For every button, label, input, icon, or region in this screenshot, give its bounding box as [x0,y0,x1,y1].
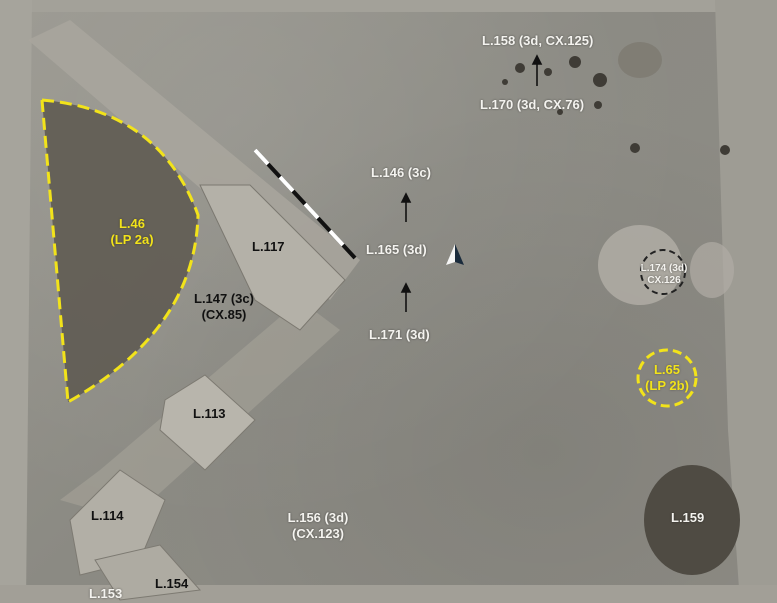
scale-bar-icon [253,148,357,260]
rubble-east [690,242,734,298]
label-l159: L.159 [671,510,705,525]
label-l65-phase: (LP 2b) [645,378,689,393]
label-l147-complex: (CX.85) [201,307,247,322]
right-balk [715,0,777,603]
label-l165: L.165 (3d) [366,242,427,257]
posthole [594,101,602,109]
posthole [630,143,640,153]
posthole [557,109,563,115]
wall-l114 [69,469,166,576]
label-l174-complex: CX.126 [647,275,681,286]
label-l158: L.158 (3d, CX.125) [482,33,594,48]
posthole [515,63,525,73]
rubble-l174 [598,225,682,305]
label-l46-name: L.46 [118,216,145,231]
label-l154: L.154 [155,576,189,591]
l46-dashed-outline [41,98,200,404]
posthole [569,56,581,68]
l46-dashed-edge [40,99,70,403]
label-l156-complex: (CX.123) [291,526,345,541]
label-l65-name: L.65 [653,362,680,377]
pit-l46 [42,100,198,402]
label-l147: L.147 (3c) (CX.85) [184,291,264,323]
posthole [502,79,508,85]
label-l171: L.171 (3d) [369,327,430,342]
north-arrow-icon [446,244,464,265]
label-l114: L.114 [91,508,124,523]
label-l46-phase: (LP 2a) [110,232,154,247]
label-l117: L.117 [252,239,285,254]
label-l174: L.174 (3d) CX.126 [618,263,710,287]
l174-dashed-circle [640,249,686,295]
wall-l154 [94,544,202,601]
pit-l159 [644,465,740,575]
label-l170: L.170 (3d, CX.76) [480,97,585,112]
label-l153: L.153 [89,586,123,601]
label-l113: L.113 [193,406,226,421]
label-l174-name: L.174 (3d) [640,263,688,274]
posthole [544,68,552,76]
l65-dashed-circle [636,348,698,408]
top-balk [0,0,777,12]
wall-l117 [199,184,346,331]
posthole [593,73,607,87]
label-l156: L.156 (3d) (CX.123) [278,510,358,542]
label-l147-name: L.147 (3c) [194,291,254,306]
label-l65: L.65 (LP 2b) [640,362,694,394]
label-l146: L.146 (3c) [371,165,431,180]
wall-l113 [159,374,256,471]
up-arrow-icon [400,192,412,222]
up-arrow-icon [531,54,543,86]
depression-ne [618,42,662,78]
up-arrow-icon [400,282,412,312]
posthole [720,145,730,155]
left-balk [0,0,32,603]
label-l46: L.46 (LP 2a) [102,216,162,248]
label-l156-name: L.156 (3d) [287,510,349,525]
